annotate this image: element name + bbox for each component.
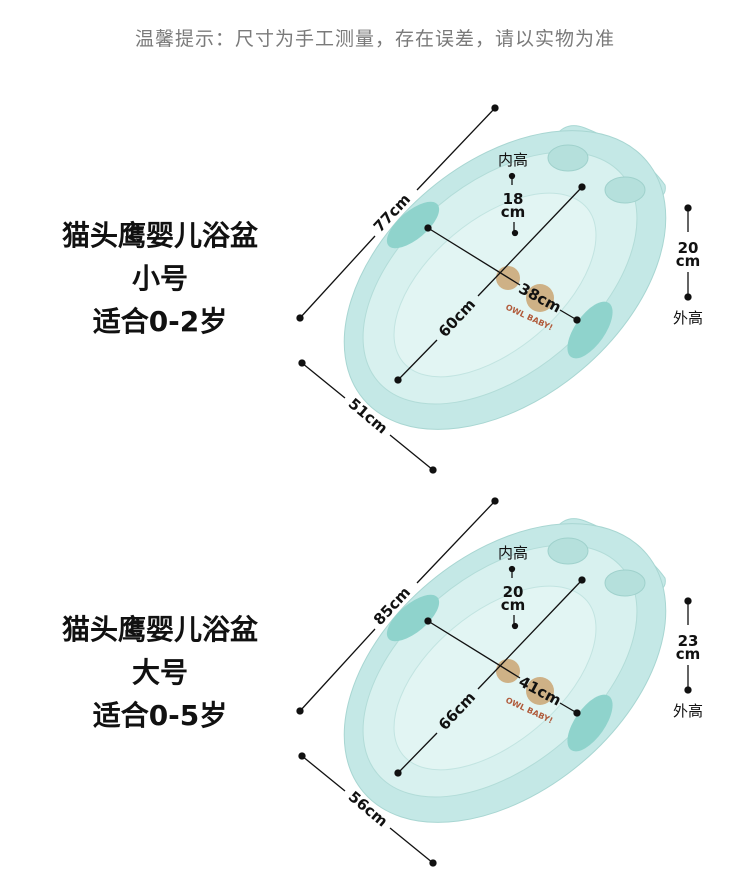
product-age: 适合0-2岁 (92, 305, 228, 338)
dimension-lines (296, 497, 692, 867)
tub-illustration (286, 70, 724, 490)
outer-height-unit: cm (676, 645, 701, 663)
outer-height-value: 20 (678, 239, 699, 257)
product-size: 大号 (131, 656, 188, 689)
outer-height-value: 23 (678, 632, 699, 650)
inner-height-value: 20 (503, 583, 524, 601)
product-size: 小号 (131, 262, 188, 295)
product-name: 猫头鹰婴儿浴盆 (61, 613, 258, 646)
inner-height-label: 内高 (498, 544, 528, 562)
inner-height-unit: cm (501, 203, 526, 221)
outer-height-unit: cm (676, 252, 701, 270)
inner-height-label: 内高 (498, 151, 528, 169)
product-age: 适合0-5岁 (92, 699, 228, 732)
inner-height-unit: cm (501, 596, 526, 614)
tub-small: OWL BABY! 77cm 51cm 60cm 38cm 内高 18 cm 2… (286, 70, 724, 490)
tub-illustration (286, 463, 724, 883)
product-name: 猫头鹰婴儿浴盆 (61, 219, 258, 252)
product-info-small: 猫头鹰婴儿浴盆 小号 适合0-2岁 (40, 214, 280, 343)
outer-height-label: 外高 (673, 702, 703, 720)
tub-large: OWL BABY! 85cm 56cm 66cm 41cm 内高 20 cm 2… (286, 463, 724, 883)
product-info-large: 猫头鹰婴儿浴盆 大号 适合0-5岁 (40, 608, 280, 737)
dimension-lines (296, 104, 692, 474)
measurement-notice: 温馨提示：尺寸为手工测量，存在误差，请以实物为准 (134, 28, 615, 50)
outer-height-label: 外高 (673, 309, 703, 327)
inner-height-value: 18 (503, 190, 524, 208)
